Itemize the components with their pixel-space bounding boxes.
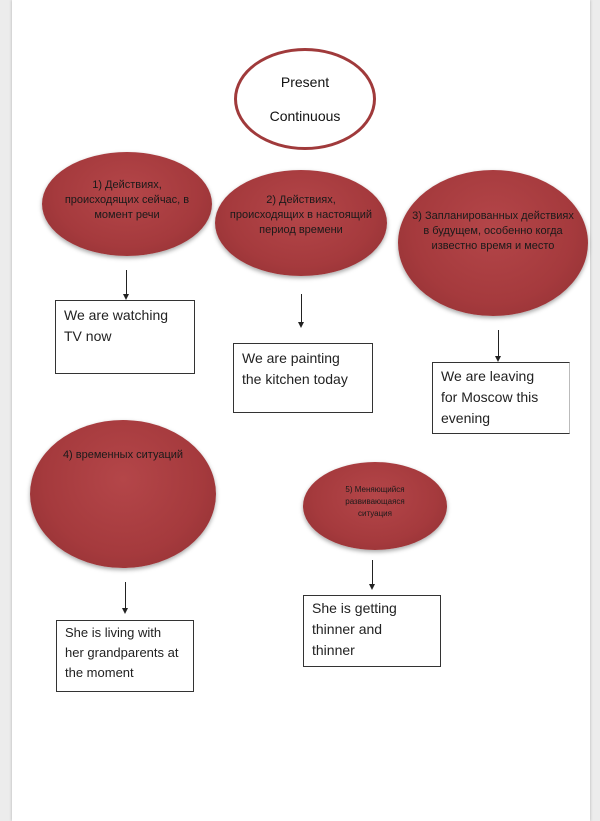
- usage-ellipse-4: 4) временных ситуаций: [30, 420, 216, 568]
- document-page: Present Continuous 1) Действиях, происхо…: [12, 0, 590, 821]
- example-text-1: We are watching TV now: [64, 307, 169, 344]
- arrow-4: [122, 582, 128, 614]
- usage-label-2: 2) Действиях, происходящих в настоящий п…: [229, 193, 373, 236]
- example-box-5: She is getting thinner and thinner: [303, 595, 441, 667]
- usage-ellipse-3: 3) Запланированных действиях в будущем, …: [398, 170, 588, 316]
- usage-label-3: 3) Запланированных действиях в будущем, …: [412, 209, 574, 252]
- arrow-5: [369, 560, 375, 590]
- arrow-1: [123, 270, 129, 300]
- example-box-4: She is living with her grandparents at t…: [56, 620, 194, 692]
- example-box-1: We are watching TV now: [55, 300, 195, 374]
- example-text-4: She is living with her grandparents at t…: [65, 625, 179, 680]
- title-line-2: Continuous: [269, 108, 341, 124]
- example-text-3: We are leaving for Moscow this evening: [441, 368, 539, 426]
- title-line-1: Present: [280, 74, 330, 90]
- usage-label-5: 5) Меняющийся развивающаяся ситуация: [345, 485, 405, 518]
- example-box-3: We are leaving for Moscow this evening: [432, 362, 570, 434]
- arrow-3: [495, 330, 501, 362]
- example-text-5: She is getting thinner and thinner: [312, 600, 397, 658]
- usage-ellipse-2: 2) Действиях, происходящих в настоящий п…: [215, 170, 387, 276]
- arrow-2: [298, 294, 304, 328]
- example-text-2: We are painting the kitchen today: [242, 350, 348, 387]
- usage-label-1: 1) Действиях, происходящих сейчас, в мом…: [64, 178, 190, 221]
- usage-ellipse-1: 1) Действиях, происходящих сейчас, в мом…: [42, 152, 212, 256]
- title-ellipse: Present Continuous: [234, 48, 376, 150]
- example-box-2: We are painting the kitchen today: [233, 343, 373, 413]
- usage-label-4: 4) временных ситуаций: [62, 449, 184, 461]
- usage-ellipse-5: 5) Меняющийся развивающаяся ситуация: [303, 462, 447, 550]
